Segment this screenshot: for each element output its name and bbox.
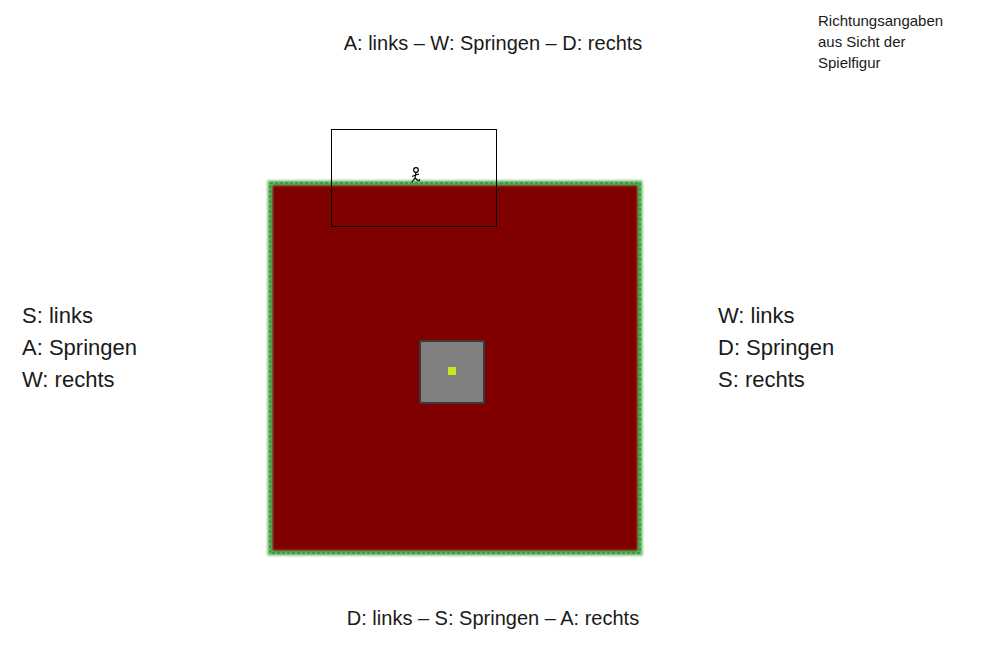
stick-figure	[412, 168, 420, 182]
grey-center-block	[420, 341, 484, 403]
control-label: W: rechts	[22, 366, 115, 394]
yellow-green-dot	[448, 367, 456, 375]
camera-view-frame	[332, 130, 497, 227]
control-label: S: rechts	[718, 366, 805, 394]
control-label: D: Springen	[718, 334, 834, 362]
red-level-square	[270, 183, 640, 553]
control-label: A: Springen	[22, 334, 137, 362]
note-text: Richtungsangaben aus Sicht der Spielfigu…	[818, 10, 958, 73]
grass-border-texture	[270, 183, 640, 553]
control-label: D: links – S: Springen – A: rechts	[243, 605, 743, 631]
grass-border	[270, 183, 640, 553]
control-label: A: links – W: Springen – D: rechts	[243, 30, 743, 56]
control-label: S: links	[22, 302, 93, 330]
control-label: W: links	[718, 302, 795, 330]
